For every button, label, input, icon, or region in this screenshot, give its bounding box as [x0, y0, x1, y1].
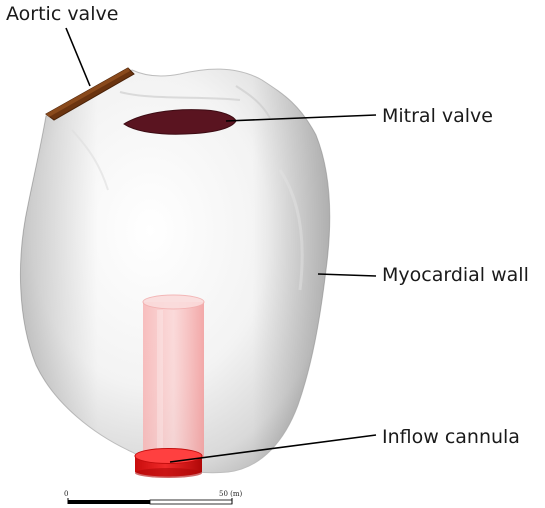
- myocardial-wall-label: Myocardial wall: [382, 264, 529, 286]
- scale-bar-filled-segment: [68, 500, 150, 504]
- aortic-valve-label: Aortic valve: [6, 3, 118, 25]
- inflow-cannula-label: Inflow cannula: [382, 426, 520, 448]
- aortic-valve-leader-line: [66, 28, 90, 86]
- scale-bar-start-label: 0: [64, 490, 68, 498]
- mitral-valve-label: Mitral valve: [382, 105, 493, 127]
- myocardial-wall-leader-line: [318, 274, 376, 276]
- scale-bar-end-label: 50 (m): [219, 490, 243, 498]
- scale-bar: 0 50 (m): [64, 490, 243, 504]
- scale-bar-empty-segment: [150, 500, 232, 504]
- cannula-tip-shape: [135, 449, 202, 479]
- inflow-cannula-shape: [143, 295, 204, 458]
